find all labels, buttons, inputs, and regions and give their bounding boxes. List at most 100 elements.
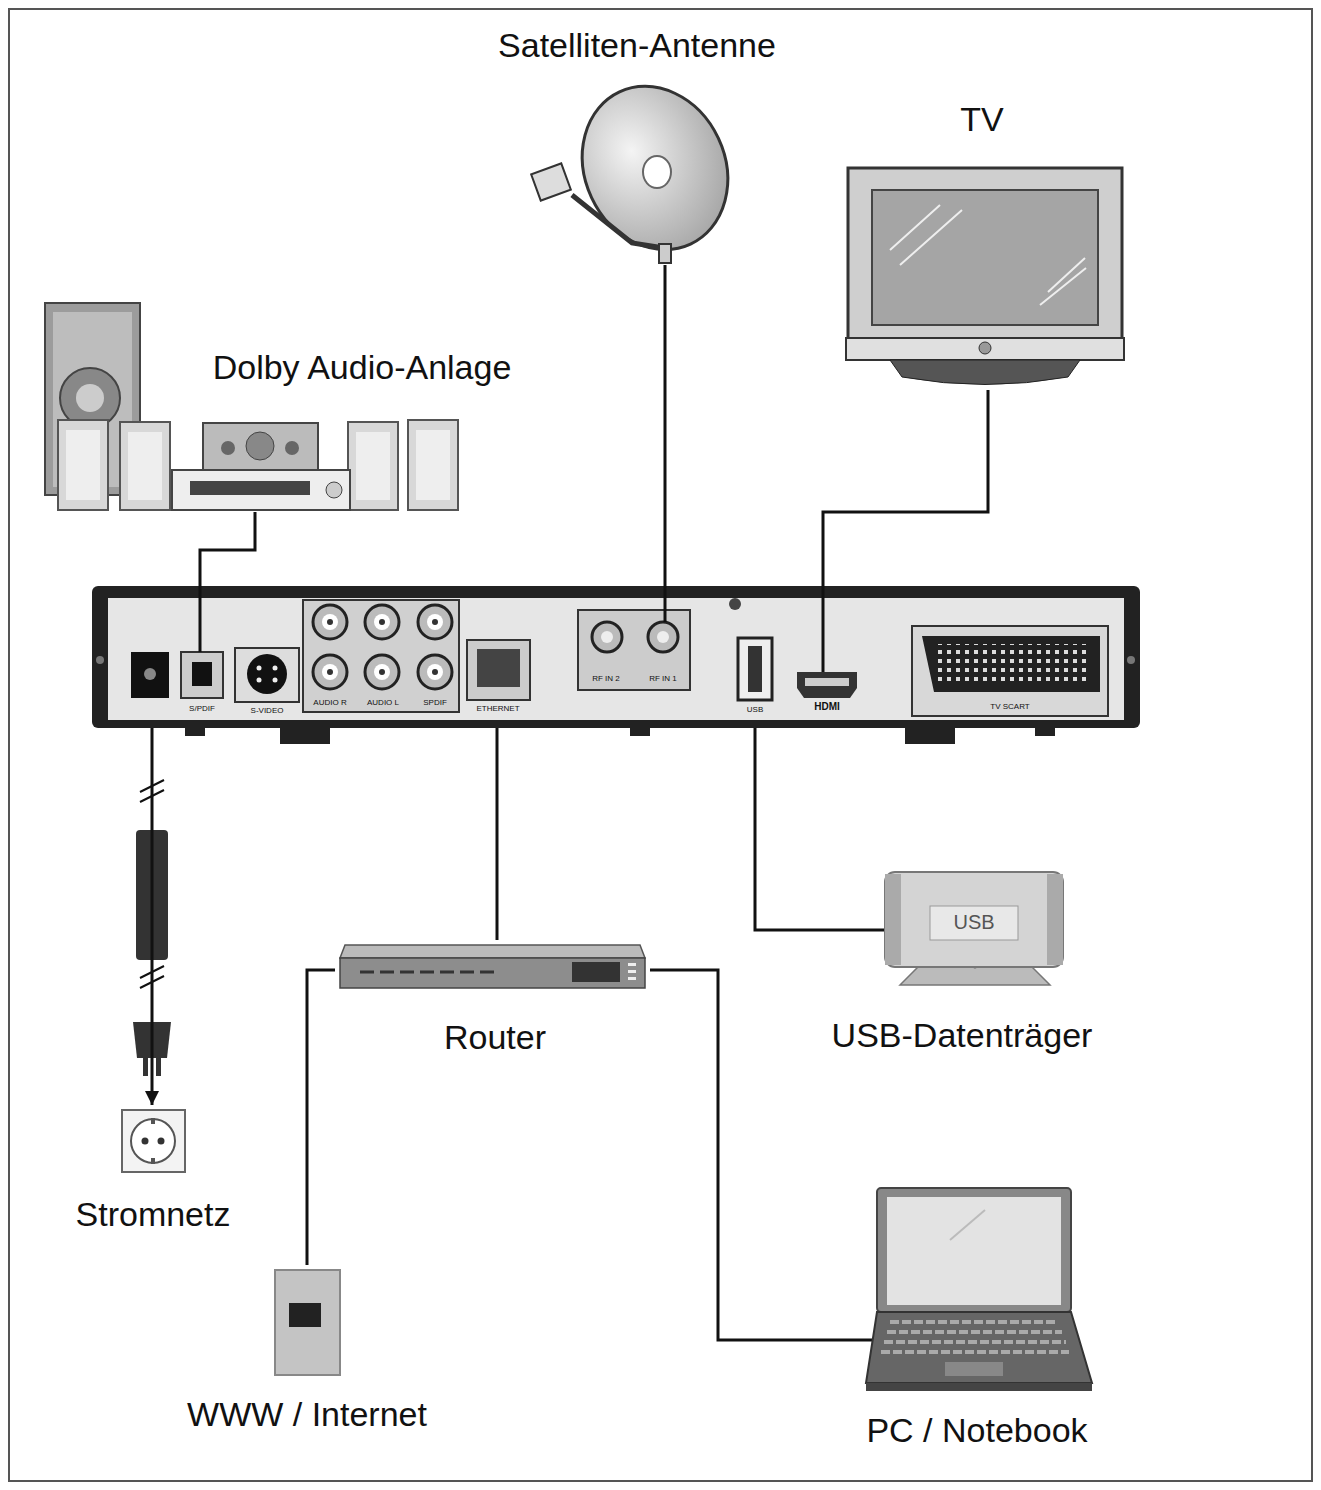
receiver-housing xyxy=(131,652,169,698)
rca-jack xyxy=(374,664,390,680)
audio-system xyxy=(326,482,342,498)
laptop xyxy=(866,1312,1092,1383)
device-label: TV xyxy=(960,99,1003,140)
tv-set xyxy=(848,168,1122,340)
rca-jack xyxy=(379,669,385,675)
device-label: WWW / Internet xyxy=(187,1394,427,1435)
receiver-housing xyxy=(108,598,1124,720)
audio-system xyxy=(356,432,390,500)
receiver-housing xyxy=(92,586,1140,744)
power-adapter xyxy=(143,1058,148,1076)
laptop xyxy=(866,1188,1092,1391)
satellite-dish xyxy=(643,156,671,188)
rca-jack xyxy=(322,664,338,680)
router-node: Router xyxy=(335,940,650,1060)
wall-socket xyxy=(151,1158,155,1164)
rca-jack xyxy=(418,655,452,689)
wall-socket xyxy=(142,1138,149,1145)
receiver-housing xyxy=(630,728,650,736)
router-device xyxy=(340,958,645,988)
audio-system xyxy=(128,432,162,500)
device-label: Stromnetz xyxy=(76,1194,231,1235)
power-node: Stromnetz xyxy=(60,1105,246,1240)
receiver-housing xyxy=(905,728,955,744)
rca-jack xyxy=(327,669,333,675)
receiver-housing xyxy=(912,626,1108,716)
laptop xyxy=(950,1210,985,1240)
router-device xyxy=(628,970,636,973)
audio-system xyxy=(221,441,235,455)
port-label: AUDIO R xyxy=(313,698,346,708)
satellite-dish xyxy=(556,62,754,273)
usb-drive xyxy=(1047,874,1063,965)
receiver-housing xyxy=(657,631,669,643)
cable-stub xyxy=(200,586,885,1340)
router-device xyxy=(360,971,500,974)
rca-jack xyxy=(432,619,438,625)
audio-system xyxy=(285,441,299,455)
audio-system xyxy=(190,481,310,495)
satellite-dish xyxy=(572,195,664,248)
cable xyxy=(200,512,255,586)
receiver-housing xyxy=(303,600,459,712)
cable xyxy=(496,728,499,940)
router-device xyxy=(572,962,620,982)
receiver-housing xyxy=(144,668,156,680)
port-label: S/PDIF xyxy=(189,704,215,714)
device-label: USB-Datenträger xyxy=(832,1015,1093,1056)
receiver-housing xyxy=(729,598,741,610)
receiver-housing xyxy=(578,610,690,690)
satellite-dish xyxy=(531,62,754,273)
receiver-node: S/PDIFS-VIDEOAUDIO RAUDIO LSPDIFETHERNET… xyxy=(92,586,1140,728)
receiver-housing xyxy=(192,662,212,686)
network-jack xyxy=(275,1270,340,1375)
device-label: Router xyxy=(444,1017,546,1058)
receiver-housing xyxy=(601,631,613,643)
tv-set xyxy=(979,342,991,354)
receiver-housing xyxy=(648,622,678,652)
rca-jack xyxy=(427,664,443,680)
pc-node: PC / Notebook xyxy=(860,1180,1110,1455)
audio-system xyxy=(120,422,170,510)
usb-drive xyxy=(885,872,1063,967)
usb-drive xyxy=(885,872,1063,985)
rca-jack xyxy=(365,605,399,639)
router-device xyxy=(340,945,645,988)
rca-jack xyxy=(327,619,333,625)
port-label: RF IN 2 xyxy=(592,674,620,684)
antenna-node: Satelliten-Antenne xyxy=(480,25,800,265)
audio-system xyxy=(66,430,100,500)
tv-set xyxy=(890,360,1080,385)
receiver-housing xyxy=(92,586,1140,728)
rca-jack xyxy=(322,614,338,630)
device-label: Satelliten-Antenne xyxy=(498,25,776,66)
receiver-housing xyxy=(280,728,330,744)
network-jack xyxy=(289,1303,321,1327)
usb-drive xyxy=(930,906,1018,940)
receiver-housing xyxy=(935,644,1091,684)
power-adapter xyxy=(156,1058,161,1076)
audio-system xyxy=(203,423,318,470)
cable xyxy=(151,728,154,1105)
tv-set xyxy=(846,338,1124,360)
frame xyxy=(9,9,1312,1481)
internet-node: WWW / Internet xyxy=(170,1265,445,1440)
satellite-dish xyxy=(531,163,571,200)
rca-jack xyxy=(432,669,438,675)
rca-jack xyxy=(374,614,390,630)
audio-system xyxy=(45,303,458,510)
device-label: Dolby Audio-Anlage xyxy=(213,347,512,388)
port-label: TV SCART xyxy=(990,702,1029,712)
receiver-housing xyxy=(1035,728,1055,736)
wall-socket xyxy=(151,1118,155,1124)
audio-system xyxy=(246,432,274,460)
audio-system xyxy=(408,420,458,510)
port-label: HDMI xyxy=(814,701,840,713)
receiver-housing xyxy=(738,638,772,700)
cable xyxy=(755,728,820,930)
receiver-housing xyxy=(805,678,849,686)
cable xyxy=(307,970,335,1265)
receiver-housing xyxy=(185,728,205,736)
